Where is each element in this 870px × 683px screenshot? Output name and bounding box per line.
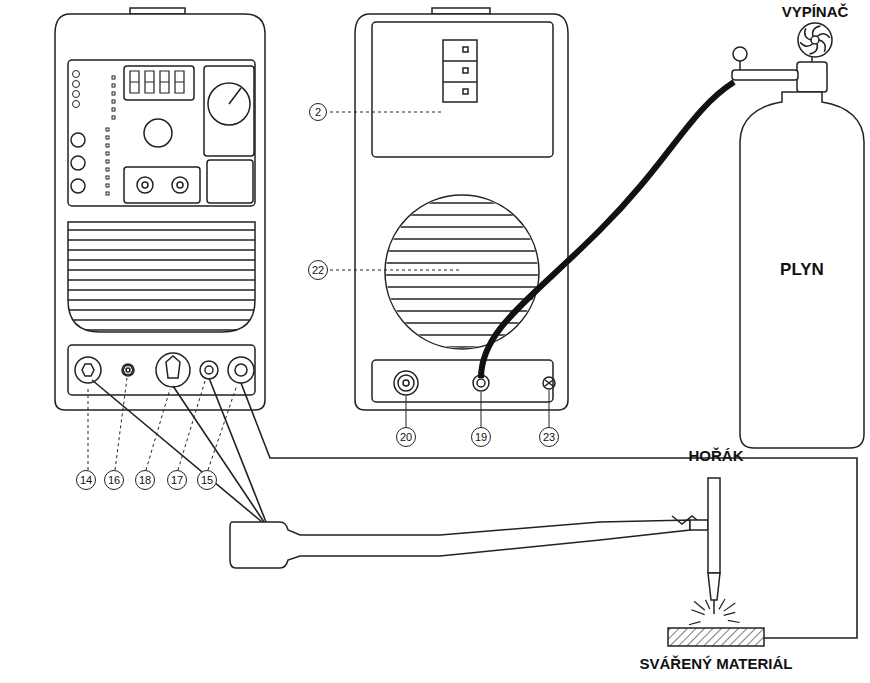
leader-lines xyxy=(88,112,462,470)
callout-text: 17 xyxy=(171,475,183,486)
part-label: SVÁŘENÝ MATERIÁL xyxy=(639,656,792,673)
callout-number: 17 xyxy=(167,470,187,490)
callout-text: 14 xyxy=(80,475,92,486)
callout-text: 15 xyxy=(201,475,213,486)
callout-text: 19 xyxy=(475,432,487,443)
gas-hose xyxy=(481,82,734,378)
callout-text: 22 xyxy=(312,265,324,276)
part-label: HOŘÁK xyxy=(689,448,744,465)
callout-number: 22 xyxy=(308,260,328,280)
callout-number: 18 xyxy=(135,470,155,490)
workpiece xyxy=(668,628,764,646)
callout-number: 20 xyxy=(396,427,416,447)
callout-number: 23 xyxy=(539,427,559,447)
callout-number: 16 xyxy=(104,470,124,490)
callout-text: 23 xyxy=(543,432,555,443)
gas-cylinder: PLYN xyxy=(738,90,866,450)
front-panel xyxy=(55,8,265,410)
callout-text: 16 xyxy=(108,475,120,486)
callout-number: 19 xyxy=(471,427,491,447)
indicator-leds xyxy=(73,71,116,196)
callout-text: 2 xyxy=(315,107,321,118)
sparks xyxy=(689,599,740,625)
torch xyxy=(230,478,720,614)
leader-lines xyxy=(406,390,549,427)
part-label: VYPÍNAČ xyxy=(782,4,849,21)
callout-number: 2 xyxy=(309,103,327,121)
display-digits xyxy=(130,71,184,93)
callout-text: 18 xyxy=(139,475,151,486)
callout-number: 14 xyxy=(76,470,96,490)
cylinder-valve xyxy=(732,23,832,92)
back-panel xyxy=(355,8,568,410)
gas-label: PLYN xyxy=(780,260,824,280)
callout-number: 15 xyxy=(197,470,217,490)
callout-text: 20 xyxy=(400,432,412,443)
